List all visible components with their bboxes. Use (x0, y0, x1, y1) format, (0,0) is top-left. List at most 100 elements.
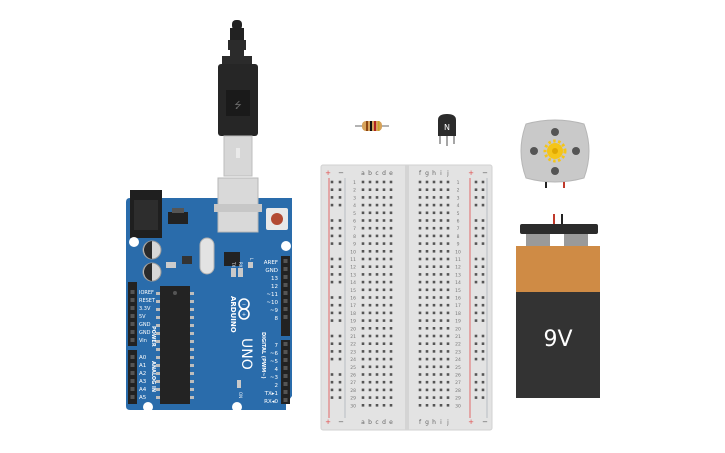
analog-header[interactable] (128, 350, 137, 404)
header-pin-hole[interactable] (130, 314, 135, 318)
row-number: 29 (455, 396, 461, 402)
digital-header-bottom[interactable] (281, 340, 290, 404)
column-label: a (361, 419, 365, 426)
header-pin-hole[interactable] (130, 338, 135, 342)
row-number: 7 (353, 226, 356, 232)
power-pin-label: 5V (139, 314, 146, 320)
analog-pin-label: A3 (139, 379, 147, 385)
row-number: 2 (353, 188, 356, 194)
usb-icon: ⭍ (234, 100, 242, 111)
header-pin-hole[interactable] (283, 283, 288, 287)
header-pin-hole[interactable] (283, 366, 288, 370)
row-number: 12 (455, 265, 461, 271)
header-pin-hole[interactable] (130, 371, 135, 375)
battery-9v[interactable]: 9V (516, 214, 600, 398)
header-pin-hole[interactable] (283, 315, 288, 319)
header-pin-hole[interactable] (130, 387, 135, 391)
row-number: 17 (350, 303, 356, 309)
row-number: 28 (455, 388, 461, 394)
digital-pin-label: ~10 (266, 300, 278, 306)
row-number: 10 (350, 249, 356, 255)
header-pin-hole[interactable] (283, 291, 288, 295)
header-pin-hole[interactable] (283, 259, 288, 263)
row-number: 25 (350, 365, 356, 371)
column-label: c (375, 419, 378, 426)
mounting-hole (232, 402, 242, 412)
row-number: 2 (457, 188, 460, 194)
header-pin-hole[interactable] (283, 390, 288, 394)
rx-led-label: RX (238, 262, 243, 268)
header-pin-hole[interactable] (283, 382, 288, 386)
digital-pin-label: 12 (271, 284, 278, 290)
header-pin-hole[interactable] (283, 342, 288, 346)
header-pin-hole[interactable] (130, 330, 135, 334)
dc-motor[interactable] (520, 119, 590, 188)
digital-header-top[interactable] (281, 256, 290, 336)
uno-model-label: UNO (238, 338, 254, 370)
header-pin-hole[interactable] (130, 355, 135, 359)
breadboard-center-channel (405, 165, 409, 430)
header-pin-hole[interactable] (130, 379, 135, 383)
row-number: 26 (455, 373, 461, 379)
tx-led (231, 268, 236, 277)
arduino-brand-label: ARDUINO (229, 296, 237, 333)
row-number: 16 (350, 296, 356, 302)
header-pin-hole[interactable] (130, 306, 135, 310)
mounting-hole (281, 241, 291, 251)
row-number: 4 (457, 203, 460, 209)
nmos-transistor[interactable]: N (438, 114, 456, 146)
power-pin-label: IOREF (139, 290, 154, 296)
row-number: 26 (350, 373, 356, 379)
battery-terminal (564, 234, 588, 246)
svg-text:+: + (242, 312, 246, 318)
battery-bottom (516, 292, 600, 398)
row-number: 3 (457, 195, 460, 201)
column-label: d (382, 419, 386, 426)
rail-symbol: + (468, 169, 474, 177)
row-number: 25 (455, 365, 461, 371)
svg-text:−: − (242, 302, 246, 308)
header-pin-hole[interactable] (130, 363, 135, 367)
digital-pin-label: 4 (275, 367, 279, 373)
usb-cable[interactable]: ⭍ (218, 20, 258, 177)
header-pin-hole[interactable] (283, 358, 288, 362)
row-number: 14 (350, 280, 356, 286)
mounting-hole (143, 402, 153, 412)
header-pin-hole[interactable] (283, 398, 288, 402)
row-number: 23 (455, 349, 461, 355)
column-label: d (382, 170, 386, 177)
transistor-label: N (444, 123, 450, 132)
arduino-logo: − + (238, 298, 250, 320)
column-label: j (446, 170, 449, 177)
resistor[interactable] (355, 121, 389, 131)
row-number: 22 (350, 342, 356, 348)
column-label: j (446, 419, 449, 426)
svg-text:L: L (249, 258, 254, 261)
row-number: 27 (455, 380, 461, 386)
header-pin-hole[interactable] (283, 307, 288, 311)
header-pin-hole[interactable] (130, 395, 135, 399)
row-number: 11 (350, 257, 356, 263)
header-pin-hole[interactable] (130, 322, 135, 326)
header-pin-hole[interactable] (283, 299, 288, 303)
header-pin-hole[interactable] (283, 267, 288, 271)
row-number: 18 (350, 311, 356, 317)
header-pin-hole[interactable] (283, 350, 288, 354)
analog-pin-label: A1 (139, 363, 146, 369)
header-pin-hole[interactable] (283, 374, 288, 378)
row-number: 28 (350, 388, 356, 394)
column-label: a (361, 170, 365, 177)
row-number: 7 (457, 226, 460, 232)
breadboard-holes[interactable] (330, 180, 485, 407)
header-pin-hole[interactable] (130, 290, 135, 294)
row-number: 21 (455, 334, 461, 340)
rail-symbol: + (325, 169, 331, 177)
header-pin-hole[interactable] (130, 298, 135, 302)
header-pin-hole[interactable] (283, 275, 288, 279)
digital-header-label: DIGITAL (PWM~) (260, 332, 266, 379)
